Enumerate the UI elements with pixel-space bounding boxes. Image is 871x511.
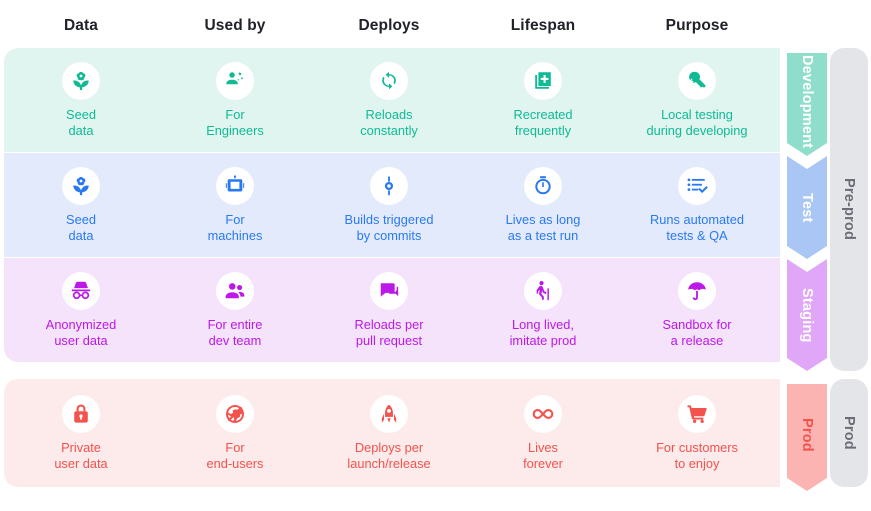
column-header-deploys: Deploys [358, 17, 420, 34]
arrow-development: Development [787, 48, 827, 156]
cell-label: Builds triggered by commits [344, 211, 434, 243]
cell-label: Sandbox for a release [662, 316, 732, 348]
cell-prod-deploys: Deploys per launch/release [312, 379, 466, 487]
arrow-label-staging: Staging [787, 259, 827, 371]
chat-bubbles-icon [370, 271, 408, 310]
globe-blocked-icon [216, 394, 254, 433]
cell-prod-data: Private user data [4, 379, 158, 487]
rocket-icon [370, 394, 408, 433]
cell-test-data: Seed data [4, 153, 158, 257]
cell-label: For end-users [206, 439, 264, 471]
cell-label: Lives forever [523, 439, 563, 471]
seed-flower-icon [62, 61, 100, 100]
cell-label: Lives as long as a test run [505, 211, 581, 243]
people-group-icon [216, 271, 254, 310]
cell-test-deploys: Builds triggered by commits [312, 153, 466, 257]
shopping-cart-icon [678, 394, 716, 433]
group-column-pre-prod: Pre-prod [830, 48, 868, 371]
cell-label: Reloads per pull request [354, 316, 424, 348]
group-label-text: Prod [841, 416, 857, 450]
infinity-icon [524, 394, 562, 433]
seed-flower-icon [62, 166, 100, 205]
environment-row-cells: Anonymized user data For entire dev team R… [4, 258, 780, 362]
cell-staging-deploys: Reloads per pull request [312, 258, 466, 362]
cell-test-lifespan: Lives as long as a test run [466, 153, 620, 257]
cell-staging-data: Anonymized user data [4, 258, 158, 362]
arrow-label-test: Test [787, 156, 827, 259]
cell-staging-lifespan: Long lived, imitate prod [466, 258, 620, 362]
cell-label: Private user data [54, 439, 108, 471]
arrow-staging: Staging [787, 259, 827, 371]
environment-row-staging: Anonymized user data For entire dev team R… [4, 258, 780, 362]
column-header-used-by: Used by [204, 17, 266, 34]
cell-development-lifespan: Recreated frequently [466, 48, 620, 152]
cell-label: Local testing during developing [646, 106, 748, 138]
elderly-person-icon [524, 271, 562, 310]
environment-row-test: Seed data For machines Builds triggered by… [4, 153, 780, 257]
cell-development-used-by: For Engineers [158, 48, 312, 152]
cell-label: Recreated frequently [513, 106, 573, 138]
lock-icon [62, 394, 100, 433]
cell-label: For customers to enjoy [656, 439, 738, 471]
cell-prod-purpose: For customers to enjoy [620, 379, 774, 487]
cell-development-purpose: Local testing during developing [620, 48, 774, 152]
cell-label: Seed data [66, 106, 96, 138]
checklist-icon [678, 166, 716, 205]
cell-label: For entire dev team [207, 316, 263, 348]
environment-row-cells: Private user data For end-users Deploys pe… [4, 379, 780, 487]
cell-development-data: Seed data [4, 48, 158, 152]
arrow-shape [787, 384, 827, 491]
arrow-label-text: Staging [799, 287, 815, 343]
arrow-shape [787, 53, 827, 156]
cell-test-purpose: Runs automated tests & QA [620, 153, 774, 257]
cell-label: Seed data [66, 211, 96, 243]
environment-row-development: Seed data For Engineers Reloads constantly… [4, 48, 780, 152]
reload-refresh-icon [370, 61, 408, 100]
cell-label: For machines [207, 211, 263, 243]
arrow-label-text: Development [799, 55, 815, 149]
cell-label: Long lived, imitate prod [509, 316, 577, 348]
cell-development-deploys: Reloads constantly [312, 48, 466, 152]
environment-row-cells: Seed data For Engineers Reloads constantly… [4, 48, 780, 152]
column-header-data: Data [64, 17, 98, 34]
stopwatch-icon [524, 166, 562, 205]
incognito-icon [62, 271, 100, 310]
commit-build-icon [370, 166, 408, 205]
group-label-text: Pre-prod [841, 178, 857, 241]
cell-label: Deploys per launch/release [347, 439, 431, 471]
cell-prod-used-by: For end-users [158, 379, 312, 487]
cell-label: For Engineers [206, 106, 264, 138]
cell-test-used-by: For machines [158, 153, 312, 257]
group-column-prod: Prod [830, 379, 868, 487]
cell-label: Runs automated tests & QA [650, 211, 744, 243]
umbrella-icon [678, 271, 716, 310]
cell-staging-used-by: For entire dev team [158, 258, 312, 362]
arrow-label-text: Test [799, 192, 815, 223]
arrow-test: Test [787, 156, 827, 259]
column-header-lifespan: Lifespan [510, 17, 576, 34]
arrow-shape [787, 156, 827, 259]
arrow-label-text: Prod [799, 418, 815, 452]
cell-prod-lifespan: Lives forever [466, 379, 620, 487]
wrench-icon [678, 61, 716, 100]
cell-staging-purpose: Sandbox for a release [620, 258, 774, 362]
environment-row-prod: Private user data For end-users Deploys pe… [4, 379, 780, 487]
group-label: Pre-prod [830, 48, 868, 371]
column-header-purpose: Purpose [665, 17, 729, 34]
arrow-shape [787, 259, 827, 371]
add-document-copy-icon [524, 61, 562, 100]
engineer-person-gears-icon [216, 61, 254, 100]
arrow-label-development: Development [787, 48, 827, 156]
environment-row-cells: Seed data For machines Builds triggered by… [4, 153, 780, 257]
column-headers: Data Used by Deploys Lifespan Purpose [0, 0, 780, 50]
arrow-label-prod: Prod [787, 379, 827, 491]
group-label: Prod [830, 379, 868, 487]
arrow-prod: Prod [787, 379, 827, 491]
cell-label: Reloads constantly [360, 106, 418, 138]
cell-label: Anonymized user data [45, 316, 117, 348]
robot-icon [216, 166, 254, 205]
